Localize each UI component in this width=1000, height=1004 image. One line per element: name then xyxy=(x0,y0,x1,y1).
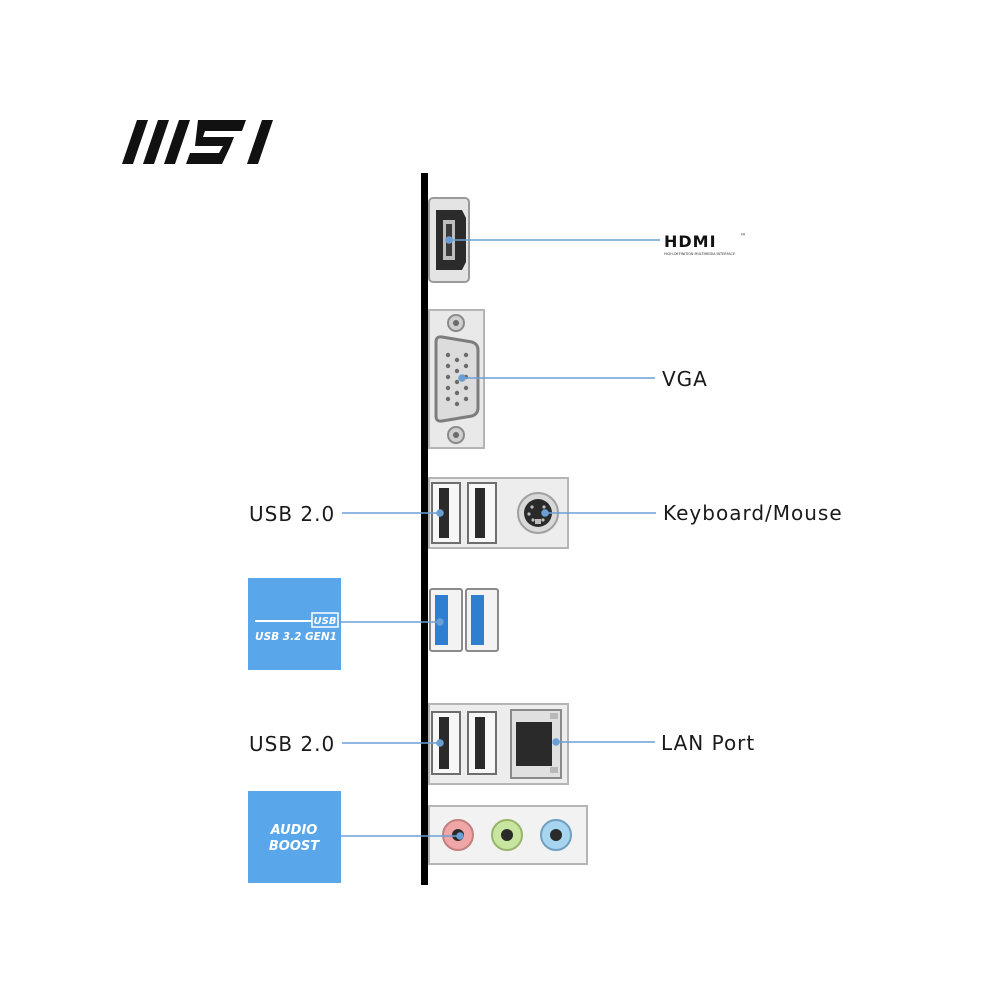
leader-lines xyxy=(340,236,660,840)
audio-jacks xyxy=(428,805,588,865)
boost-text: BOOST xyxy=(269,839,320,854)
vga-port xyxy=(428,309,485,449)
usb-logo-text: USB xyxy=(314,616,337,627)
vga-label: VGA xyxy=(662,367,708,391)
hdmi-logo: HDMI ™ HIGH-DEFINITION MULTIMEDIA INTERF… xyxy=(664,232,746,256)
audio-boost-badge: AUDIO BOOST xyxy=(248,791,341,883)
usb2-bottom-label: USB 2.0 xyxy=(249,732,336,756)
hdmi-logo-text: HDMI xyxy=(664,232,717,251)
io-shield-edge xyxy=(421,173,428,885)
keyboard-mouse-label: Keyboard/Mouse xyxy=(663,501,843,525)
usb32-gen1-text: USB 3.2 GEN1 xyxy=(255,631,337,643)
msi-logo-text: MSI xyxy=(120,189,122,191)
hdmi-tagline: HIGH-DEFINITION MULTIMEDIA INTERFACE xyxy=(664,252,735,256)
audio-text: AUDIO xyxy=(270,823,318,838)
msi-logo: MSI xyxy=(120,120,273,191)
usb32-badge: USB USB 3.2 GEN1 xyxy=(248,578,341,670)
usb2-lan-block xyxy=(428,703,569,785)
usb2-top-label: USB 2.0 xyxy=(249,502,336,526)
hdmi-tm: ™ xyxy=(740,233,746,240)
lan-port-label: LAN Port xyxy=(661,731,756,755)
